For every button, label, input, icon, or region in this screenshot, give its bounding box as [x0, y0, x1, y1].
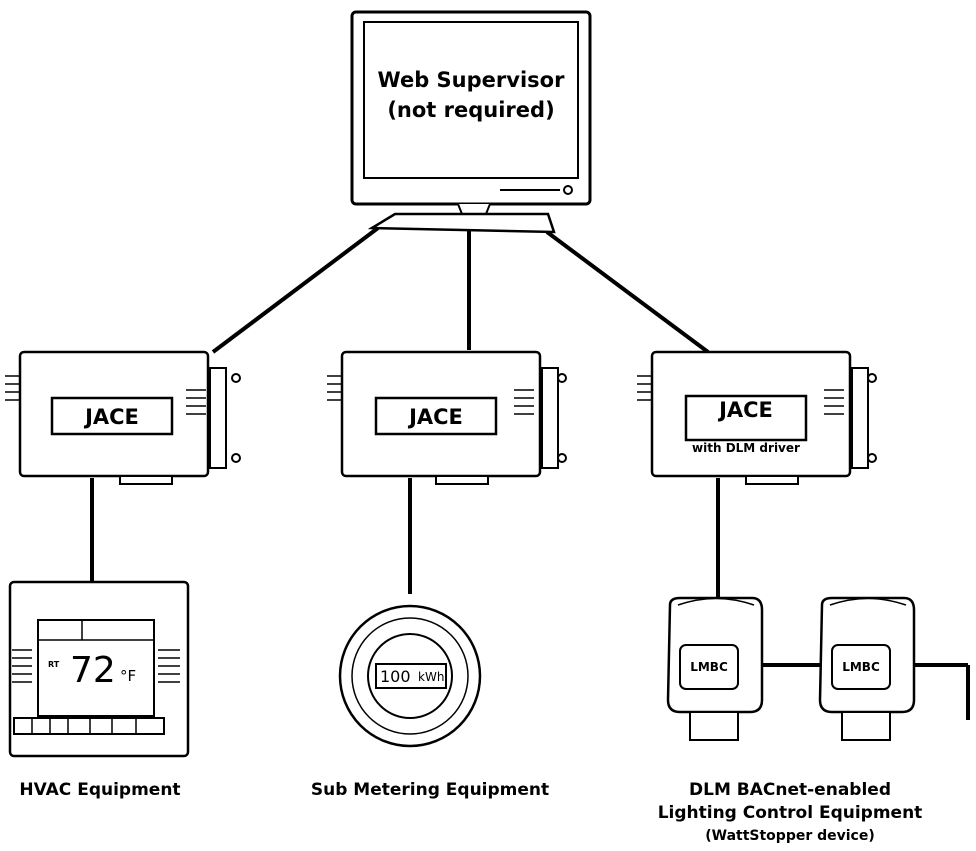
link-supervisor-jace1 [211, 226, 380, 354]
monitor-icon [350, 10, 592, 234]
caption-metering: Sub Metering Equipment [310, 780, 550, 800]
thermostat-mode-label: RT [48, 660, 60, 669]
thermostat-icon [8, 580, 190, 758]
caption-lighting-line3: (WattStopper device) [705, 828, 875, 844]
lmbc-label-1: LMBC [690, 660, 728, 674]
jace-label-2: JACE [409, 405, 463, 429]
thermostat-temperature: 72 [70, 650, 116, 691]
jace-sublabel-3: with DLM driver [692, 441, 800, 455]
jace-controller-icon [327, 350, 567, 485]
connection-lines [90, 226, 970, 720]
monitor-title-line2: (not required) [387, 98, 555, 122]
meter-icon [338, 604, 482, 748]
meter-reading: 100 [380, 667, 411, 686]
jace-label-1: JACE [85, 405, 139, 429]
lmbc-device-icon [666, 596, 764, 741]
thermostat-unit: °F [120, 667, 137, 685]
meter-unit: kWh [418, 670, 445, 684]
caption-lighting-line1: DLM BACnet-enabled [689, 780, 891, 800]
jace-label-3: JACE [719, 398, 773, 422]
lmbc-label-2: LMBC [842, 660, 880, 674]
caption-lighting-line2: Lighting Control Equipment [657, 803, 923, 823]
lmbc-device-icon [818, 596, 916, 741]
monitor-title-line1: Web Supervisor [377, 68, 565, 92]
jace-controller-icon [637, 350, 877, 485]
jace-controller-icon [5, 350, 241, 485]
caption-hvac: HVAC Equipment [19, 780, 181, 800]
link-supervisor-jace3 [545, 230, 710, 354]
